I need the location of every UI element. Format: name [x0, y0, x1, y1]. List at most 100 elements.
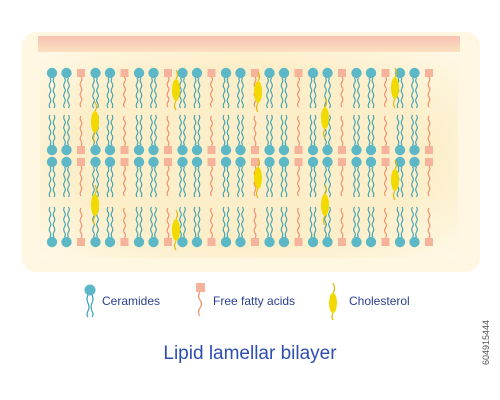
- fatty-acid-molecule: [207, 69, 216, 108]
- ceramide-molecule: [365, 114, 377, 156]
- ceramide-molecule: [351, 206, 362, 248]
- ceramide-molecule: [61, 114, 72, 156]
- ceramide-molecule: [133, 156, 145, 198]
- ceramide-molecule: [61, 156, 72, 198]
- ceramide-molecule: [177, 114, 188, 156]
- fatty-acid-molecule: [338, 207, 346, 246]
- fatty-acid-molecule: [294, 69, 303, 108]
- top-skin-band: [38, 36, 460, 52]
- ceramide-molecule: [104, 156, 116, 198]
- ceramide-molecule: [264, 156, 275, 198]
- ceramide-molecule: [220, 114, 232, 156]
- cholesterol-molecule: [172, 209, 180, 251]
- ceramide-molecule: [394, 156, 406, 198]
- ceramide-molecule: [177, 156, 188, 198]
- fatty-acid-molecule: [294, 115, 303, 154]
- ceramide-molecule: [264, 67, 275, 109]
- ceramide-molecule: [409, 206, 420, 248]
- cholesterol-molecule: [391, 67, 399, 109]
- ceramide-molecule: [394, 114, 406, 156]
- fatty-acid-molecule: [381, 158, 390, 197]
- cholesterol-legend-label: Cholesterol: [349, 294, 410, 308]
- ceramide-molecule: [264, 206, 275, 248]
- cholesterol-molecule: [391, 159, 399, 201]
- fatty-acid-molecule: [338, 69, 346, 108]
- fatty-acid-molecule: [294, 207, 303, 246]
- cholesterol-molecule: [172, 69, 180, 111]
- ceramide-molecule: [409, 114, 420, 156]
- ceramide-molecule: [191, 67, 203, 109]
- ceramide-molecule: [133, 206, 145, 248]
- ceramide-molecule: [191, 206, 203, 248]
- free-fatty-acids-legend-label: Free fatty acids: [213, 294, 296, 308]
- fatty-acid-molecule: [164, 69, 172, 108]
- ceramide-molecule: [278, 156, 290, 198]
- ceramide-molecule: [191, 114, 203, 156]
- cholesterol-molecule: [91, 184, 99, 226]
- ceramide-molecule: [220, 206, 232, 248]
- ceramide-molecule: [90, 156, 101, 198]
- diagram-title: Lipid lamellar bilayer: [163, 343, 337, 364]
- ceramide-legend-icon: [84, 284, 96, 318]
- cholesterol-molecule: [321, 184, 329, 226]
- ceramide-molecule: [104, 67, 116, 109]
- ceramide-molecule: [235, 67, 246, 109]
- ceramide-molecule: [148, 67, 159, 109]
- fatty-acid-molecule: [164, 115, 172, 154]
- ceramide-molecule: [365, 67, 377, 109]
- ceramide-molecule: [61, 206, 72, 248]
- fatty-acid-molecule: [425, 69, 433, 108]
- ceramide-molecule: [133, 114, 145, 156]
- ceramide-molecule: [409, 67, 420, 109]
- ceramide-molecule: [148, 156, 159, 198]
- ceramide-molecule: [235, 156, 246, 198]
- ceramide-molecule: [46, 114, 58, 156]
- fatty-acid-molecule: [251, 207, 259, 246]
- fatty-acid-molecule: [381, 69, 390, 108]
- ceramide-molecule: [61, 67, 72, 109]
- fatty-acid-molecule: [381, 207, 390, 246]
- cholesterol-molecule: [254, 71, 262, 113]
- fatty-acid-molecule: [381, 115, 390, 154]
- fatty-acid-molecule: [120, 158, 129, 197]
- ceramide-molecule: [351, 156, 362, 198]
- ceramide-molecule: [278, 114, 290, 156]
- ceramide-molecule: [104, 114, 116, 156]
- fatty-acid-legend-icon: [196, 283, 205, 317]
- cholesterol-molecule: [254, 157, 262, 199]
- ceramide-molecule: [307, 67, 319, 109]
- ceramide-molecule: [365, 206, 377, 248]
- ceramide-molecule: [177, 67, 188, 109]
- fatty-acid-molecule: [120, 207, 129, 246]
- cholesterol-molecule: [321, 97, 329, 139]
- fatty-acid-molecule: [425, 207, 433, 246]
- fatty-acid-molecule: [120, 69, 129, 108]
- fatty-acid-molecule: [77, 207, 85, 246]
- ceramide-molecule: [351, 114, 362, 156]
- fatty-acid-molecule: [77, 158, 85, 197]
- ceramide-molecule: [90, 67, 101, 109]
- ceramide-molecule: [235, 206, 246, 248]
- ceramide-molecule: [46, 156, 58, 198]
- cholesterol-legend-icon: [329, 282, 337, 321]
- ceramide-molecule: [365, 156, 377, 198]
- fatty-acid-molecule: [164, 158, 172, 197]
- ceramide-molecule: [278, 67, 290, 109]
- lipid-layers: [46, 67, 433, 251]
- fatty-acid-molecule: [77, 69, 85, 108]
- ceramide-molecule: [307, 206, 319, 248]
- ceramide-molecule: [133, 67, 145, 109]
- fatty-acid-molecule: [425, 158, 433, 197]
- ceramide-molecule: [46, 67, 58, 109]
- ceramide-molecule: [235, 114, 246, 156]
- ceramide-molecule: [177, 206, 188, 248]
- ceramide-molecule: [409, 156, 420, 198]
- fatty-acid-molecule: [120, 115, 129, 154]
- ceramides-legend-label: Ceramides: [102, 294, 161, 308]
- ceramide-molecule: [220, 156, 232, 198]
- fatty-acid-molecule: [207, 158, 216, 197]
- ceramide-molecule: [322, 156, 333, 198]
- ceramide-molecule: [351, 67, 362, 109]
- ceramide-molecule: [191, 156, 203, 198]
